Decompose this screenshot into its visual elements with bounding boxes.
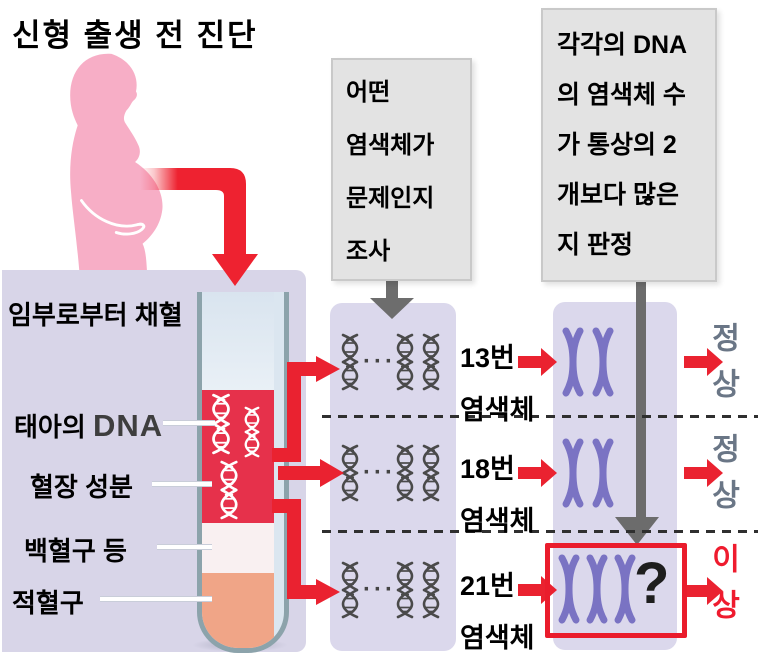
label-wbc: 백혈구 등 bbox=[24, 536, 127, 566]
chromosome-icon bbox=[560, 326, 586, 398]
step1-line: 문제인지 bbox=[346, 185, 435, 212]
step2-pointer-line bbox=[636, 270, 646, 518]
label-line: 염색체 bbox=[460, 506, 535, 536]
dna-helix-icon bbox=[419, 333, 443, 391]
pointer-line-plasma bbox=[152, 481, 212, 487]
step2-line: 지 판정 bbox=[557, 231, 633, 259]
step2-line: 가 통상의 2 bbox=[557, 131, 677, 159]
pointer-line-wbc bbox=[157, 544, 212, 550]
arrow-to-result-21 bbox=[684, 576, 724, 606]
dna-helix-icon bbox=[419, 444, 443, 502]
label-fetal-ko: 태아의 bbox=[14, 412, 86, 442]
dna-helix-icon bbox=[393, 444, 417, 502]
dashed-separator bbox=[322, 530, 758, 533]
label-fetal-dna: 태아의 DNA bbox=[14, 407, 163, 444]
abnormal-highlight-box bbox=[545, 543, 687, 638]
chromosome-icon bbox=[560, 437, 586, 509]
step1-line: 어떤 bbox=[346, 79, 391, 106]
arrow-to-result-13 bbox=[684, 347, 724, 377]
pointer-line-rbc bbox=[100, 596, 212, 602]
blood-draw-arrow bbox=[140, 168, 258, 286]
question-mark: ? bbox=[634, 551, 670, 616]
label-chromosome-18: 18번 염색체 bbox=[460, 443, 565, 547]
step2-note-box: 각각의 DNA 의 염색체 수 가 통상의 2 개보다 많은 지 판정 bbox=[541, 8, 717, 282]
chromosome-icon bbox=[590, 326, 616, 398]
label-line: 21번 bbox=[460, 571, 515, 601]
dashed-separator bbox=[322, 415, 758, 418]
arrow-to-result-18 bbox=[684, 458, 724, 488]
dna-ellipsis: ··· bbox=[363, 576, 396, 603]
dna-ellipsis: ··· bbox=[363, 459, 396, 486]
result-normal-18: 정상 bbox=[706, 433, 739, 525]
label-plasma: 혈장 성분 bbox=[30, 472, 133, 502]
step1-line: 염색체가 bbox=[346, 132, 435, 159]
dna-ellipsis: ··· bbox=[363, 348, 396, 375]
step2-line: 의 염색체 수 bbox=[557, 81, 686, 109]
pointer-line-fetal-dna bbox=[163, 420, 215, 426]
page-title: 신형 출생 전 진단 bbox=[12, 18, 258, 53]
arrow-to-chrom-18 bbox=[518, 458, 558, 488]
connector-arrow-row3 bbox=[272, 499, 340, 605]
dna-helix-icon bbox=[393, 561, 417, 619]
step1-note-box: 어떤 염색체가 문제인지 조사 bbox=[331, 58, 472, 281]
label-chromosome-13: 13번 염색체 bbox=[460, 332, 565, 436]
connector-arrow-row2 bbox=[278, 459, 344, 487]
label-line: 18번 bbox=[460, 454, 515, 484]
label-line: 염색체 bbox=[460, 623, 535, 653]
dna-helix-icon bbox=[419, 561, 443, 619]
arrow-to-chrom-13 bbox=[518, 347, 558, 377]
step2-line: 개보다 많은 bbox=[557, 181, 679, 209]
tube-rbc-section bbox=[202, 573, 274, 648]
label-line: 13번 bbox=[460, 343, 515, 373]
connector-arrow-row1 bbox=[272, 356, 340, 462]
label-rbc: 적혈구 bbox=[12, 588, 84, 618]
pregnant-woman-illustration bbox=[70, 53, 163, 287]
label-line: 염색체 bbox=[460, 395, 535, 425]
sample-caption: 임부로부터 채혈 bbox=[8, 300, 183, 330]
step2-line: 각각의 DNA bbox=[557, 31, 688, 59]
dna-helix-icon bbox=[393, 333, 417, 391]
step1-line: 조사 bbox=[346, 238, 391, 265]
label-chromosome-21: 21번 염색체 bbox=[460, 560, 565, 655]
tube-plasma-top-section bbox=[202, 292, 274, 390]
label-fetal-en: DNA bbox=[93, 408, 164, 443]
tube-wbc-section bbox=[202, 523, 274, 573]
dna-helix-icon bbox=[216, 460, 242, 520]
result-normal-13: 정상 bbox=[706, 322, 739, 414]
chromosome-icon bbox=[590, 437, 616, 509]
tube-plasma-dna-section bbox=[202, 390, 274, 523]
dna-helix-icon bbox=[240, 406, 264, 458]
